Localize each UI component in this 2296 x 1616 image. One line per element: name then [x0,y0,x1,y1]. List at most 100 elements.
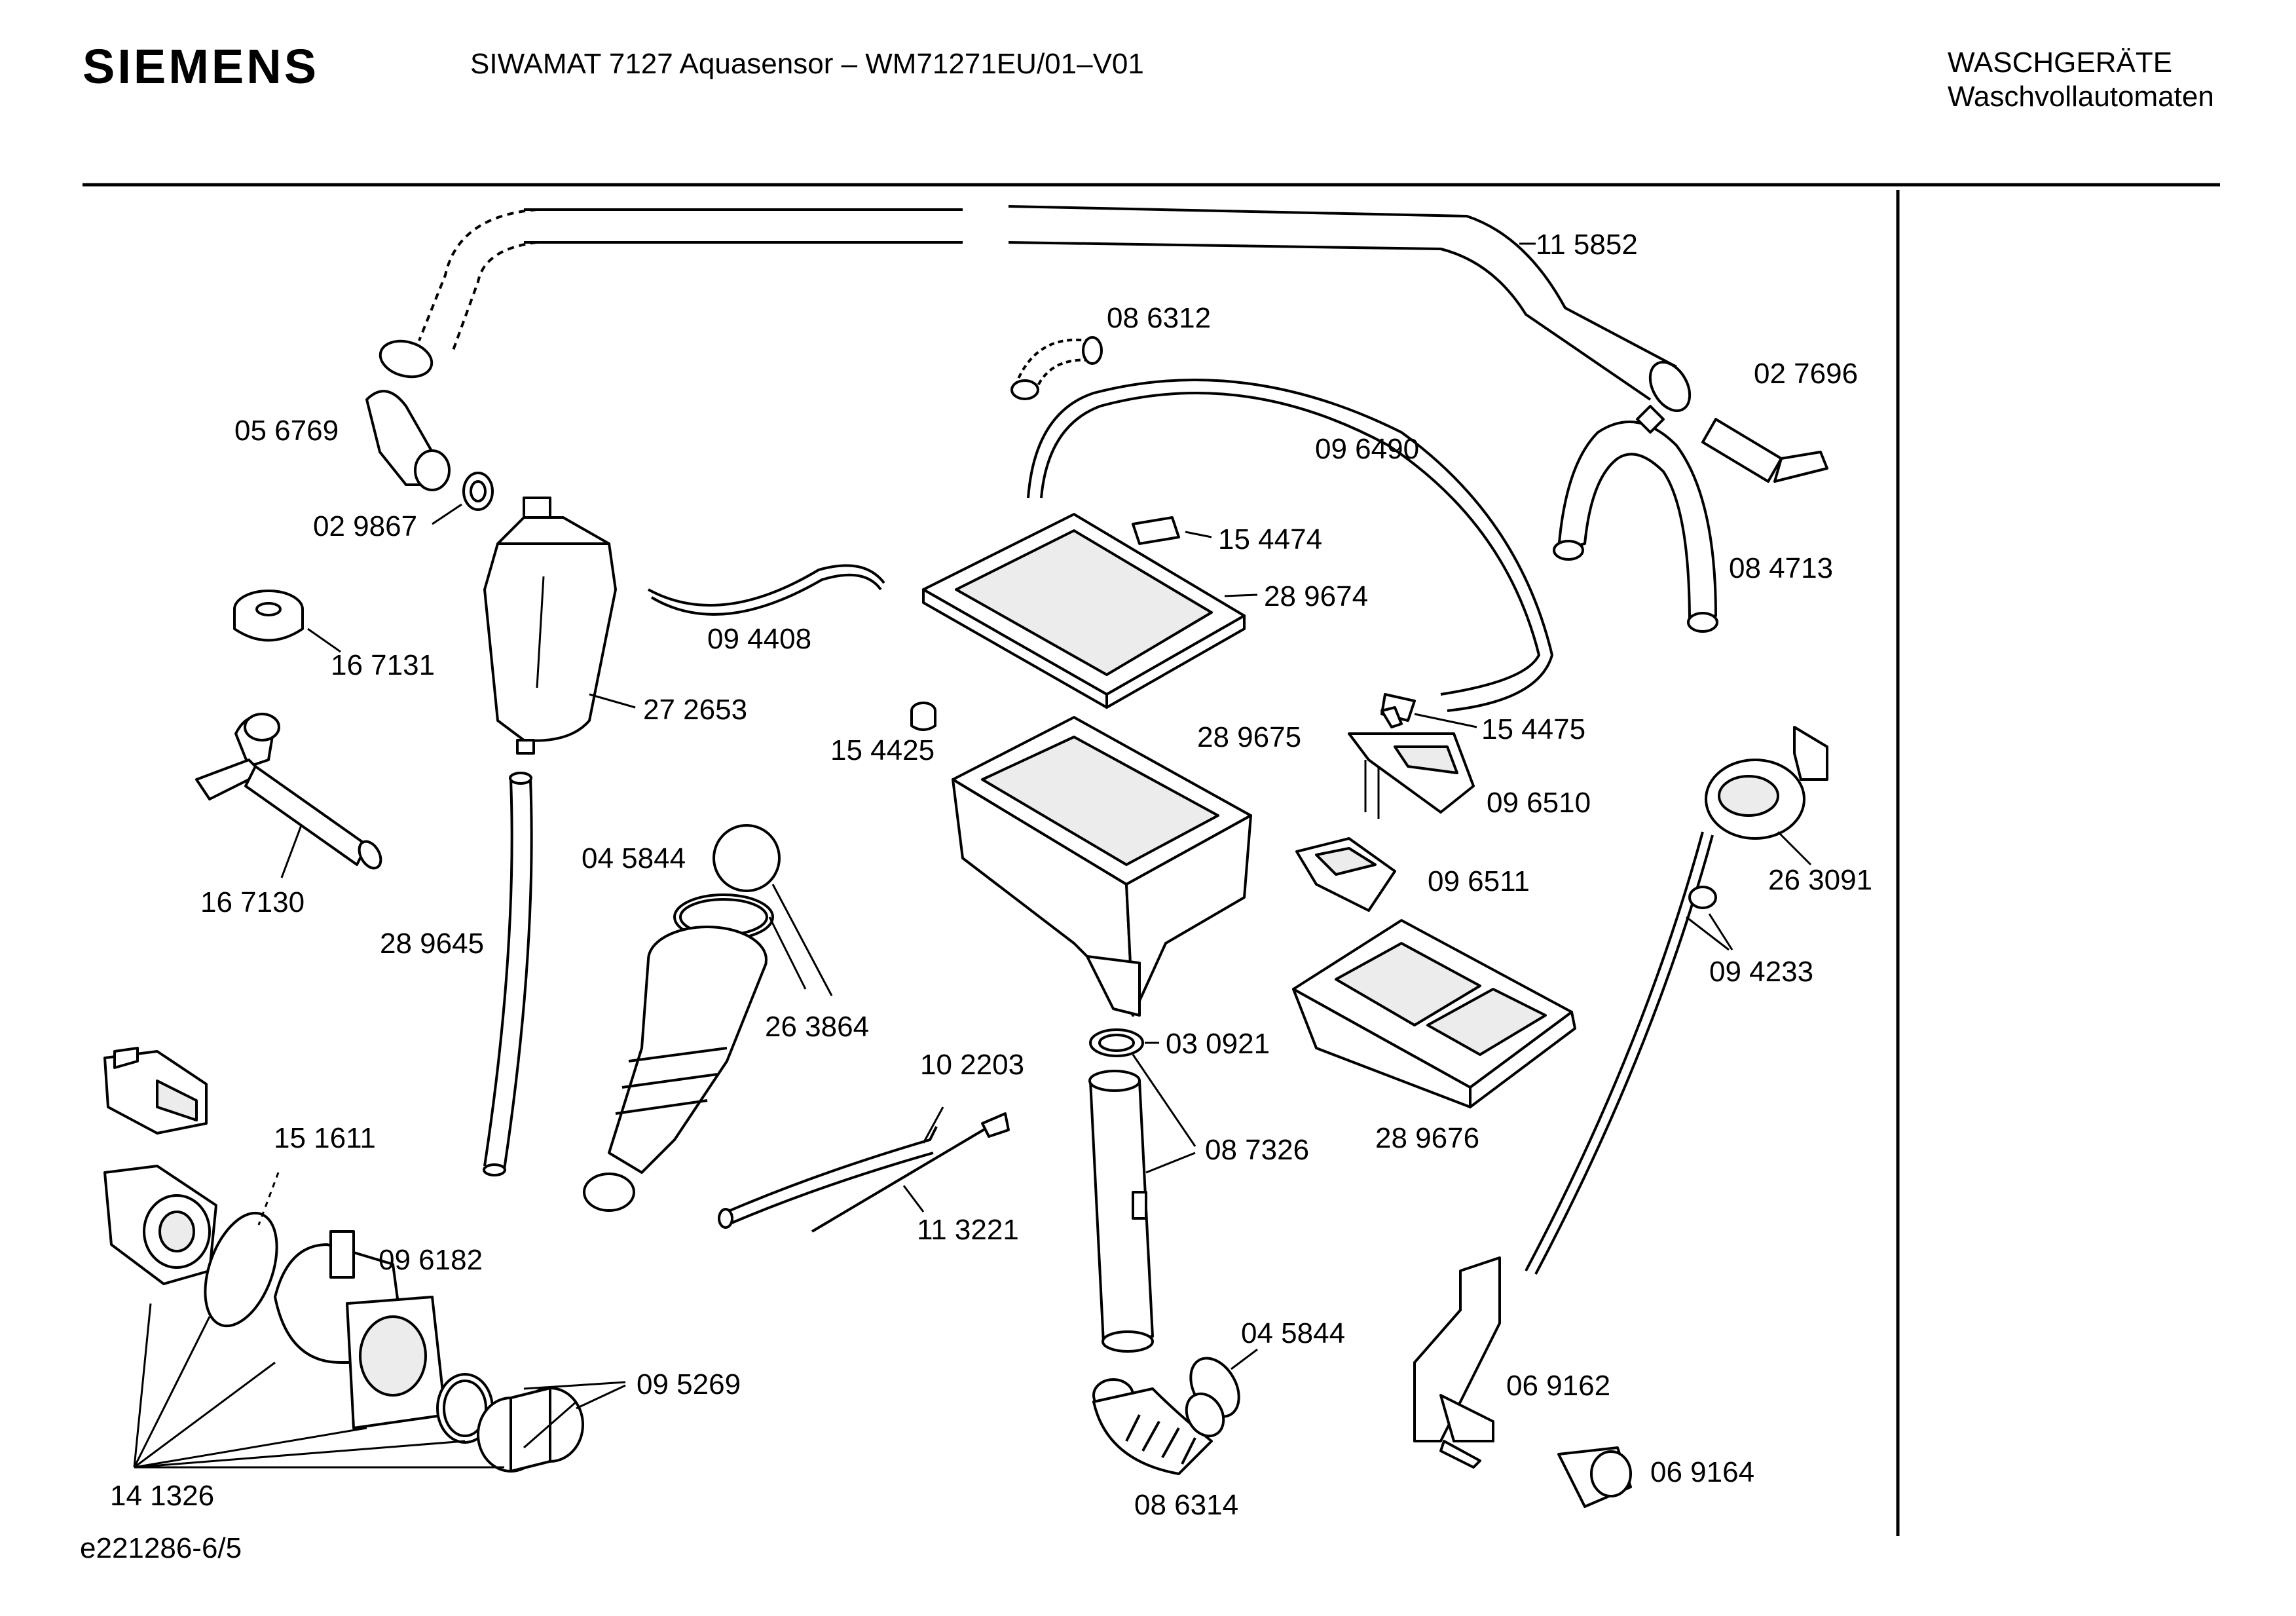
label-045844-upper: 04 5844 [582,842,686,874]
pressure-hose [1525,831,1704,1271]
label-115852: 11 5852 [1536,229,1638,261]
leader-167131 [307,628,341,653]
vertical-hose [483,772,533,1176]
switch-block [1295,837,1396,912]
hose-elbow [365,390,451,491]
small-nozzle [1380,693,1416,728]
label-087326: 08 7326 [1205,1134,1309,1166]
label-289645: 28 9645 [380,928,484,960]
leader-094233-b [1708,913,1733,950]
pressure-hose-outline [1534,835,1714,1275]
dispenser-drawer [1292,919,1576,1108]
leader-154474 [1185,531,1212,538]
hose-nut [1688,886,1717,909]
pump-housing [274,1230,447,1429]
label-289674: 28 9674 [1264,580,1368,612]
leader-087326-b [1145,1152,1196,1174]
thin-hose-long-outline [1027,379,1554,712]
dispenser-lid-frame [922,513,1246,709]
leader-094233-a [1686,916,1730,951]
inlet-pipe [195,713,382,870]
label-096511: 09 6511 [1428,865,1530,897]
leader-263864-b [768,916,807,990]
drain-pipe [1088,1070,1154,1353]
brand-logo: SIEMENS [83,39,319,94]
leader-167130 [280,825,303,878]
level-sensor-bracket [1413,1256,1501,1469]
dispenser-housing [952,716,1252,1017]
pressure-switch [1705,726,1828,840]
label-167130: 16 7130 [200,886,305,918]
float-ball [713,824,781,892]
label-167131: 16 7131 [331,649,435,681]
small-knob [910,702,936,731]
label-029867: 02 9867 [313,510,417,542]
label-289675: 28 9675 [1197,721,1301,753]
leader-263091 [1777,831,1812,866]
filter-o-ring-inner [443,1380,487,1437]
clip-154474 [1132,516,1180,545]
hose-bracket [1553,405,1718,633]
leader-087326-a [1132,1054,1196,1147]
bent-hose-small [1010,336,1103,400]
label-069162: 06 9162 [1506,1370,1610,1402]
model-title: SIWAMAT 7127 Aquasensor – WM71271EU/01–V… [470,48,1144,80]
pump-cover [103,1047,208,1135]
leader-113221 [902,1185,925,1212]
drain-pump [103,1165,217,1285]
leader-289674 [1224,593,1258,597]
label-094233: 09 4233 [1709,956,1813,988]
label-096182: 09 6182 [379,1244,483,1276]
label-086312: 08 6312 [1107,302,1211,334]
short-hose-end [718,1208,733,1229]
sensor-wire-tip [981,1112,1010,1138]
thin-hose-long [1040,392,1541,696]
label-030921: 03 0921 [1166,1028,1270,1060]
label-141326: 14 1326 [110,1480,214,1512]
label-096510: 09 6510 [1487,787,1591,819]
leader-154475 [1414,713,1477,728]
label-095269: 09 5269 [637,1368,741,1400]
label-096490: 09 6490 [1315,433,1419,465]
leader-095269-b [576,1384,626,1410]
drain-hose-bend [1092,1378,1225,1475]
diagram-id: e221286-6/5 [80,1532,242,1564]
leaders-141326 [133,1303,504,1469]
label-084713: 08 4713 [1729,552,1833,584]
label-027696: 02 7696 [1754,358,1858,390]
label-272653: 27 2653 [643,694,747,726]
seal-ring-drain-inner [1098,1034,1135,1052]
label-094408: 09 4408 [707,623,811,655]
label-154475: 15 4475 [1481,713,1585,745]
label-045844-lower: 04 5844 [1241,1317,1345,1349]
pump-o-ring [204,1211,278,1328]
label-086314: 08 6314 [1134,1489,1238,1521]
sensor-wire [811,1125,990,1233]
label-102203: 10 2203 [920,1049,1024,1081]
short-hose-outline [726,1152,934,1226]
cylinder-plug [1701,418,1828,483]
label-056769: 05 6769 [234,415,339,447]
thin-hose-short-outline [650,573,882,616]
valve-carrier [1348,732,1475,819]
fill-hose-long [379,205,1692,412]
category-subtitle: Waschvollautomaten [1948,81,2214,113]
drain-filter-cap [477,1387,584,1473]
short-hose [726,1126,938,1213]
label-154474: 15 4474 [1218,523,1322,555]
small-cap [1557,1446,1632,1508]
category-title: WASCHGERÄTE [1948,47,2172,79]
air-trap-tank [483,497,617,755]
leader-102203 [922,1106,944,1144]
seal-ring-small-inner [470,480,487,502]
label-263864: 26 3864 [765,1011,869,1043]
leader-045844-lower [1231,1348,1258,1370]
label-151611: 15 1611 [274,1122,376,1154]
label-069164: 06 9164 [1650,1456,1754,1488]
leader-095269-a [523,1381,626,1390]
tub-bellows [583,926,768,1212]
label-154425: 15 4425 [830,734,935,766]
leader-263864 [771,884,833,996]
